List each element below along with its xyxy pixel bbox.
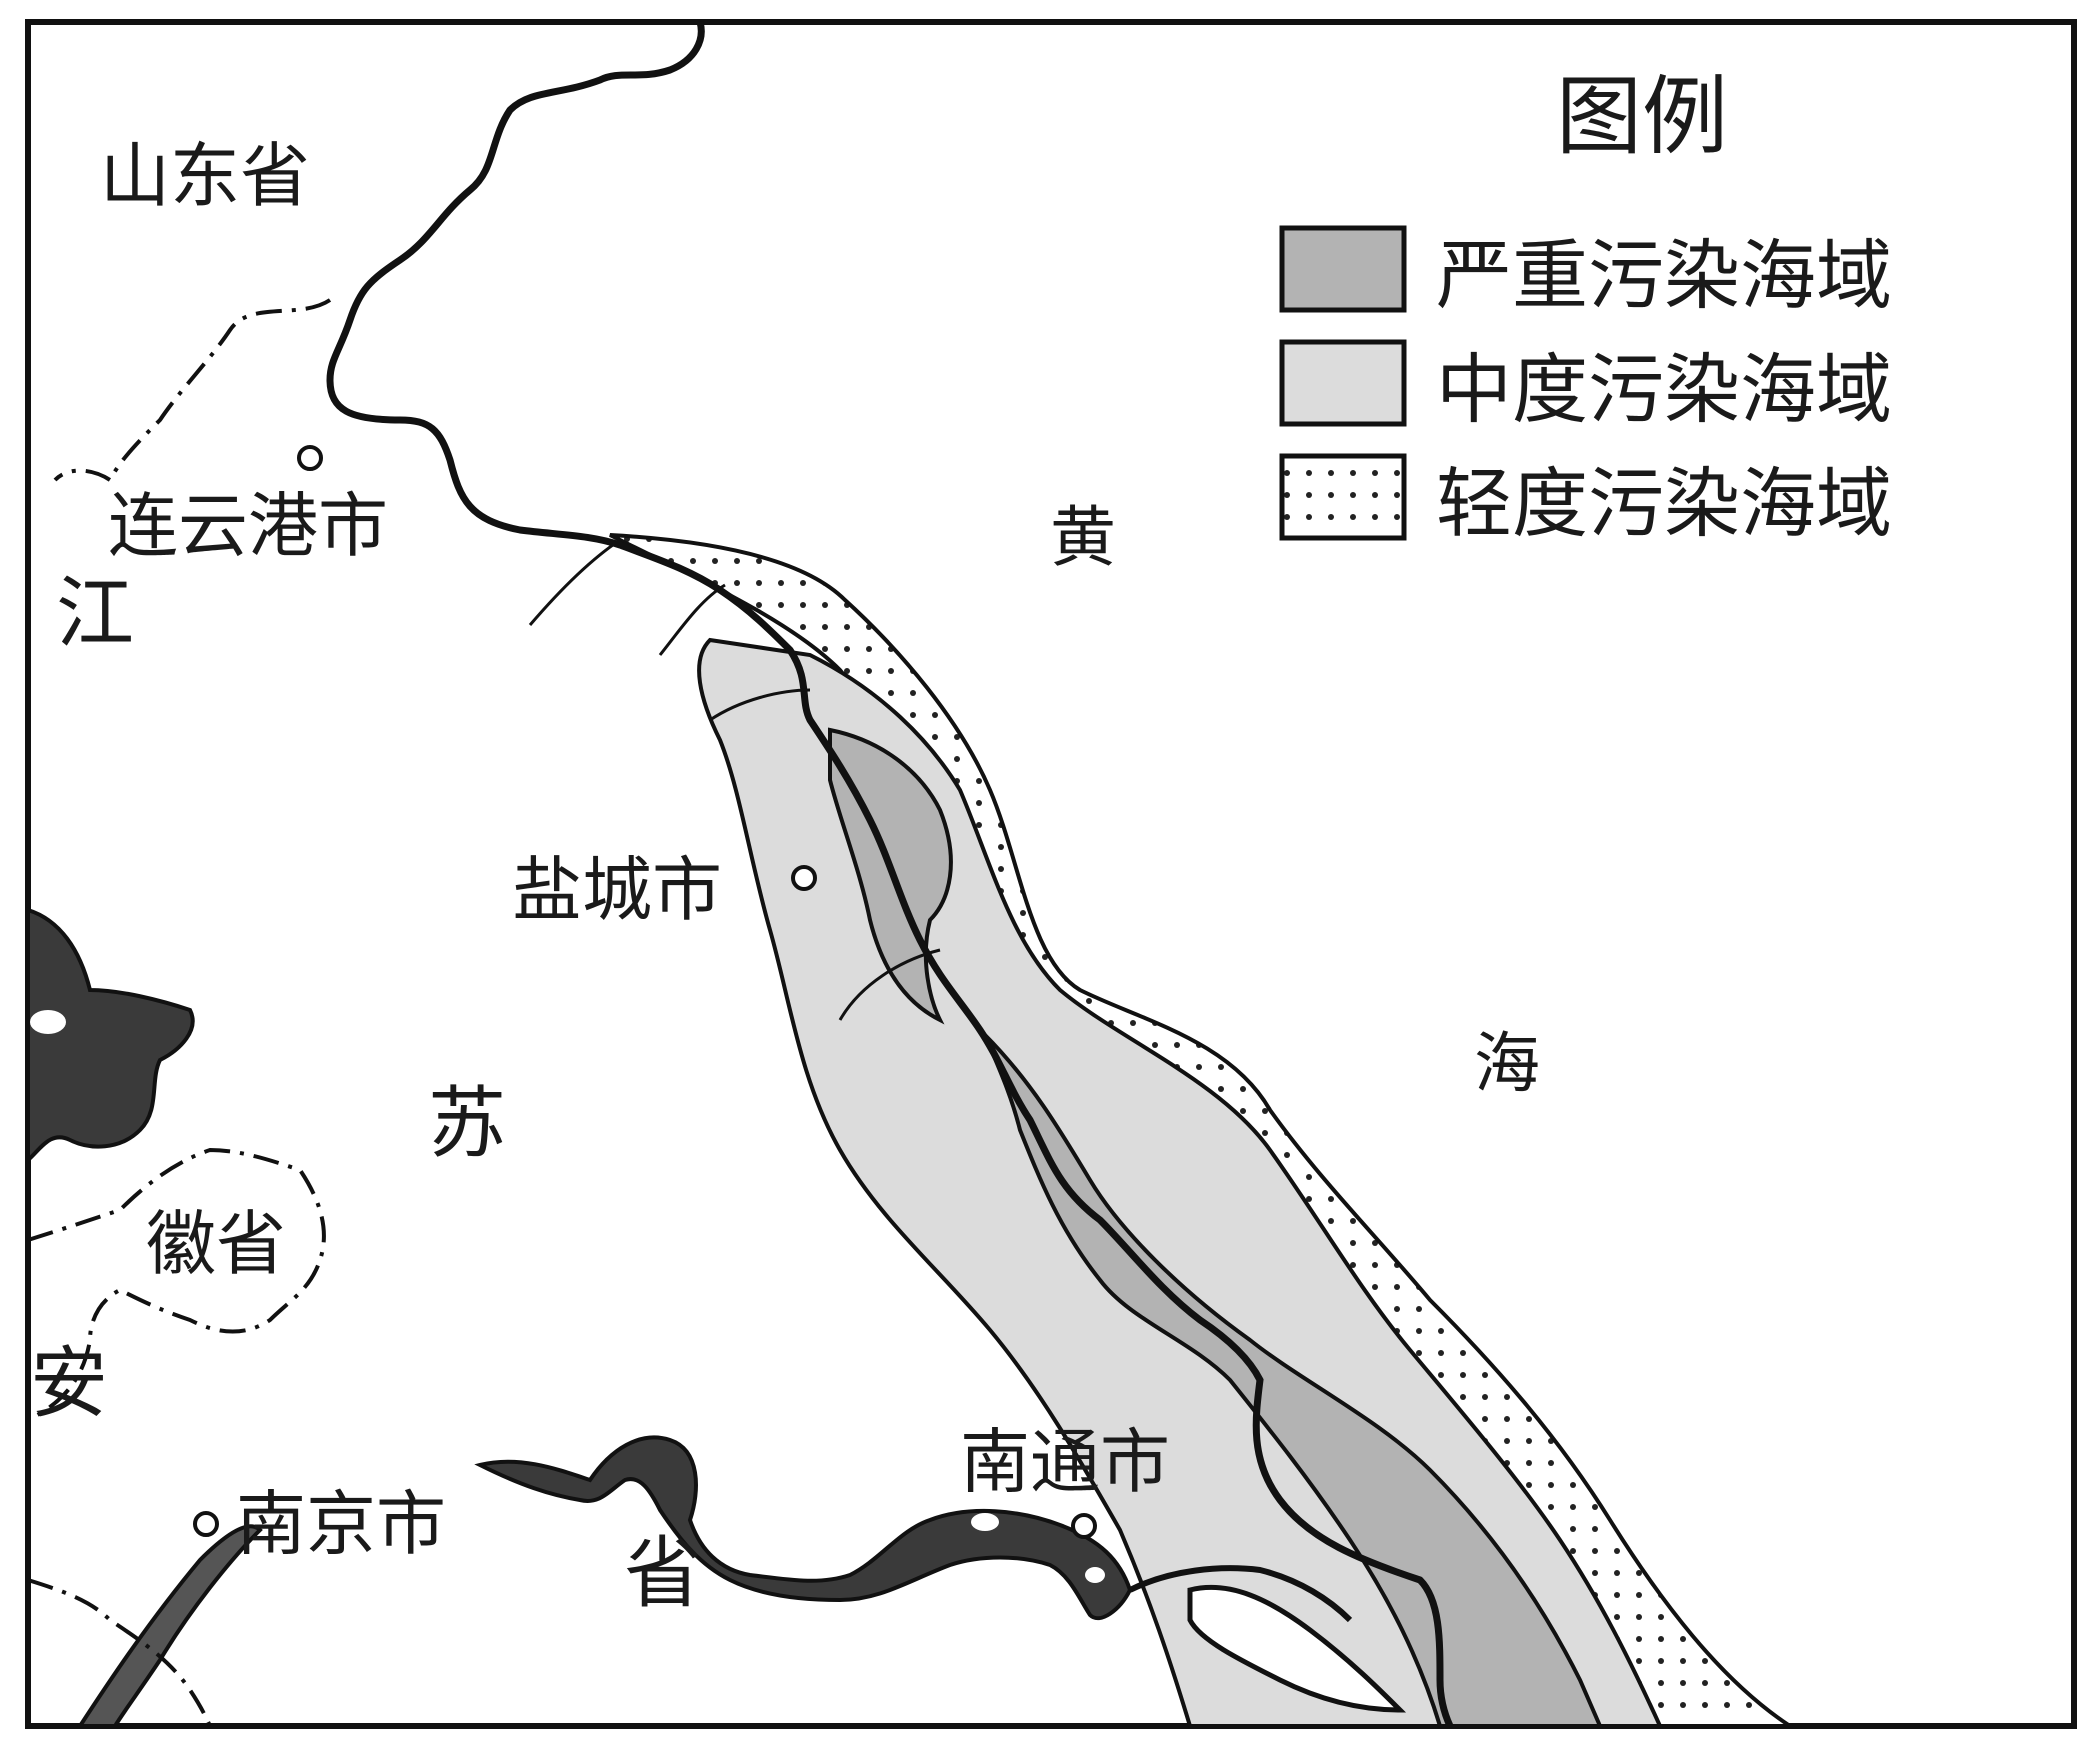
label-lianyungang: 连云港市 <box>108 485 388 567</box>
label-sheng: 省 <box>624 1529 702 1619</box>
city-marker-yancheng <box>791 865 817 891</box>
coastline <box>326 21 1454 1728</box>
severe-pollution-zone-south <box>983 1033 1604 1728</box>
label-huisheng: 徽省 <box>146 1203 286 1285</box>
map-frame <box>25 19 2077 1729</box>
label-su: 苏 <box>428 1079 506 1169</box>
city-marker-nanjing <box>193 1511 219 1537</box>
legend-swatch-moderate <box>1279 339 1407 427</box>
city-marker-lianyungang <box>297 445 323 471</box>
river-1 <box>528 538 621 626</box>
west-lake-island <box>30 1010 66 1034</box>
yangtze-river <box>76 1524 263 1728</box>
label-an: 安 <box>30 1339 108 1429</box>
label-nantong: 南通市 <box>960 1421 1170 1503</box>
boundary-shandong <box>53 298 332 483</box>
legend-label-severe: 严重污染海域 <box>1436 231 1892 320</box>
label-nanjing: 南京市 <box>236 1483 446 1565</box>
label-jiang: 江 <box>56 569 134 659</box>
estuary-island <box>1187 1584 1407 1713</box>
label-yancheng: 盐城市 <box>512 849 722 931</box>
river-3 <box>709 688 811 722</box>
legend-title: 图例 <box>1556 67 1728 167</box>
legend-label-moderate: 中度污染海域 <box>1436 345 1892 434</box>
river-island-2 <box>1085 1567 1105 1583</box>
legend-swatch-severe <box>1279 225 1407 313</box>
boundary-south <box>27 1578 212 1727</box>
legend-label-light: 轻度污染海域 <box>1436 459 1892 548</box>
west-lake <box>26 907 195 1165</box>
boundary-anhui <box>27 1147 326 1422</box>
river-4 <box>838 948 941 1021</box>
label-sea-huang: 黄 <box>1050 499 1116 576</box>
label-shandong: 山东省 <box>100 135 310 217</box>
label-sea-hai: 海 <box>1474 1025 1540 1102</box>
legend-swatch-light <box>1279 453 1407 541</box>
south-coast <box>1128 1565 1353 1623</box>
legend: 图例 严重污染海域 中度污染海域 轻度污染海域 <box>1279 67 1892 548</box>
river-island-1 <box>971 1513 999 1531</box>
yangtze-river-middle <box>474 1435 1133 1621</box>
river-2 <box>658 583 726 656</box>
city-marker-nantong <box>1071 1513 1097 1539</box>
